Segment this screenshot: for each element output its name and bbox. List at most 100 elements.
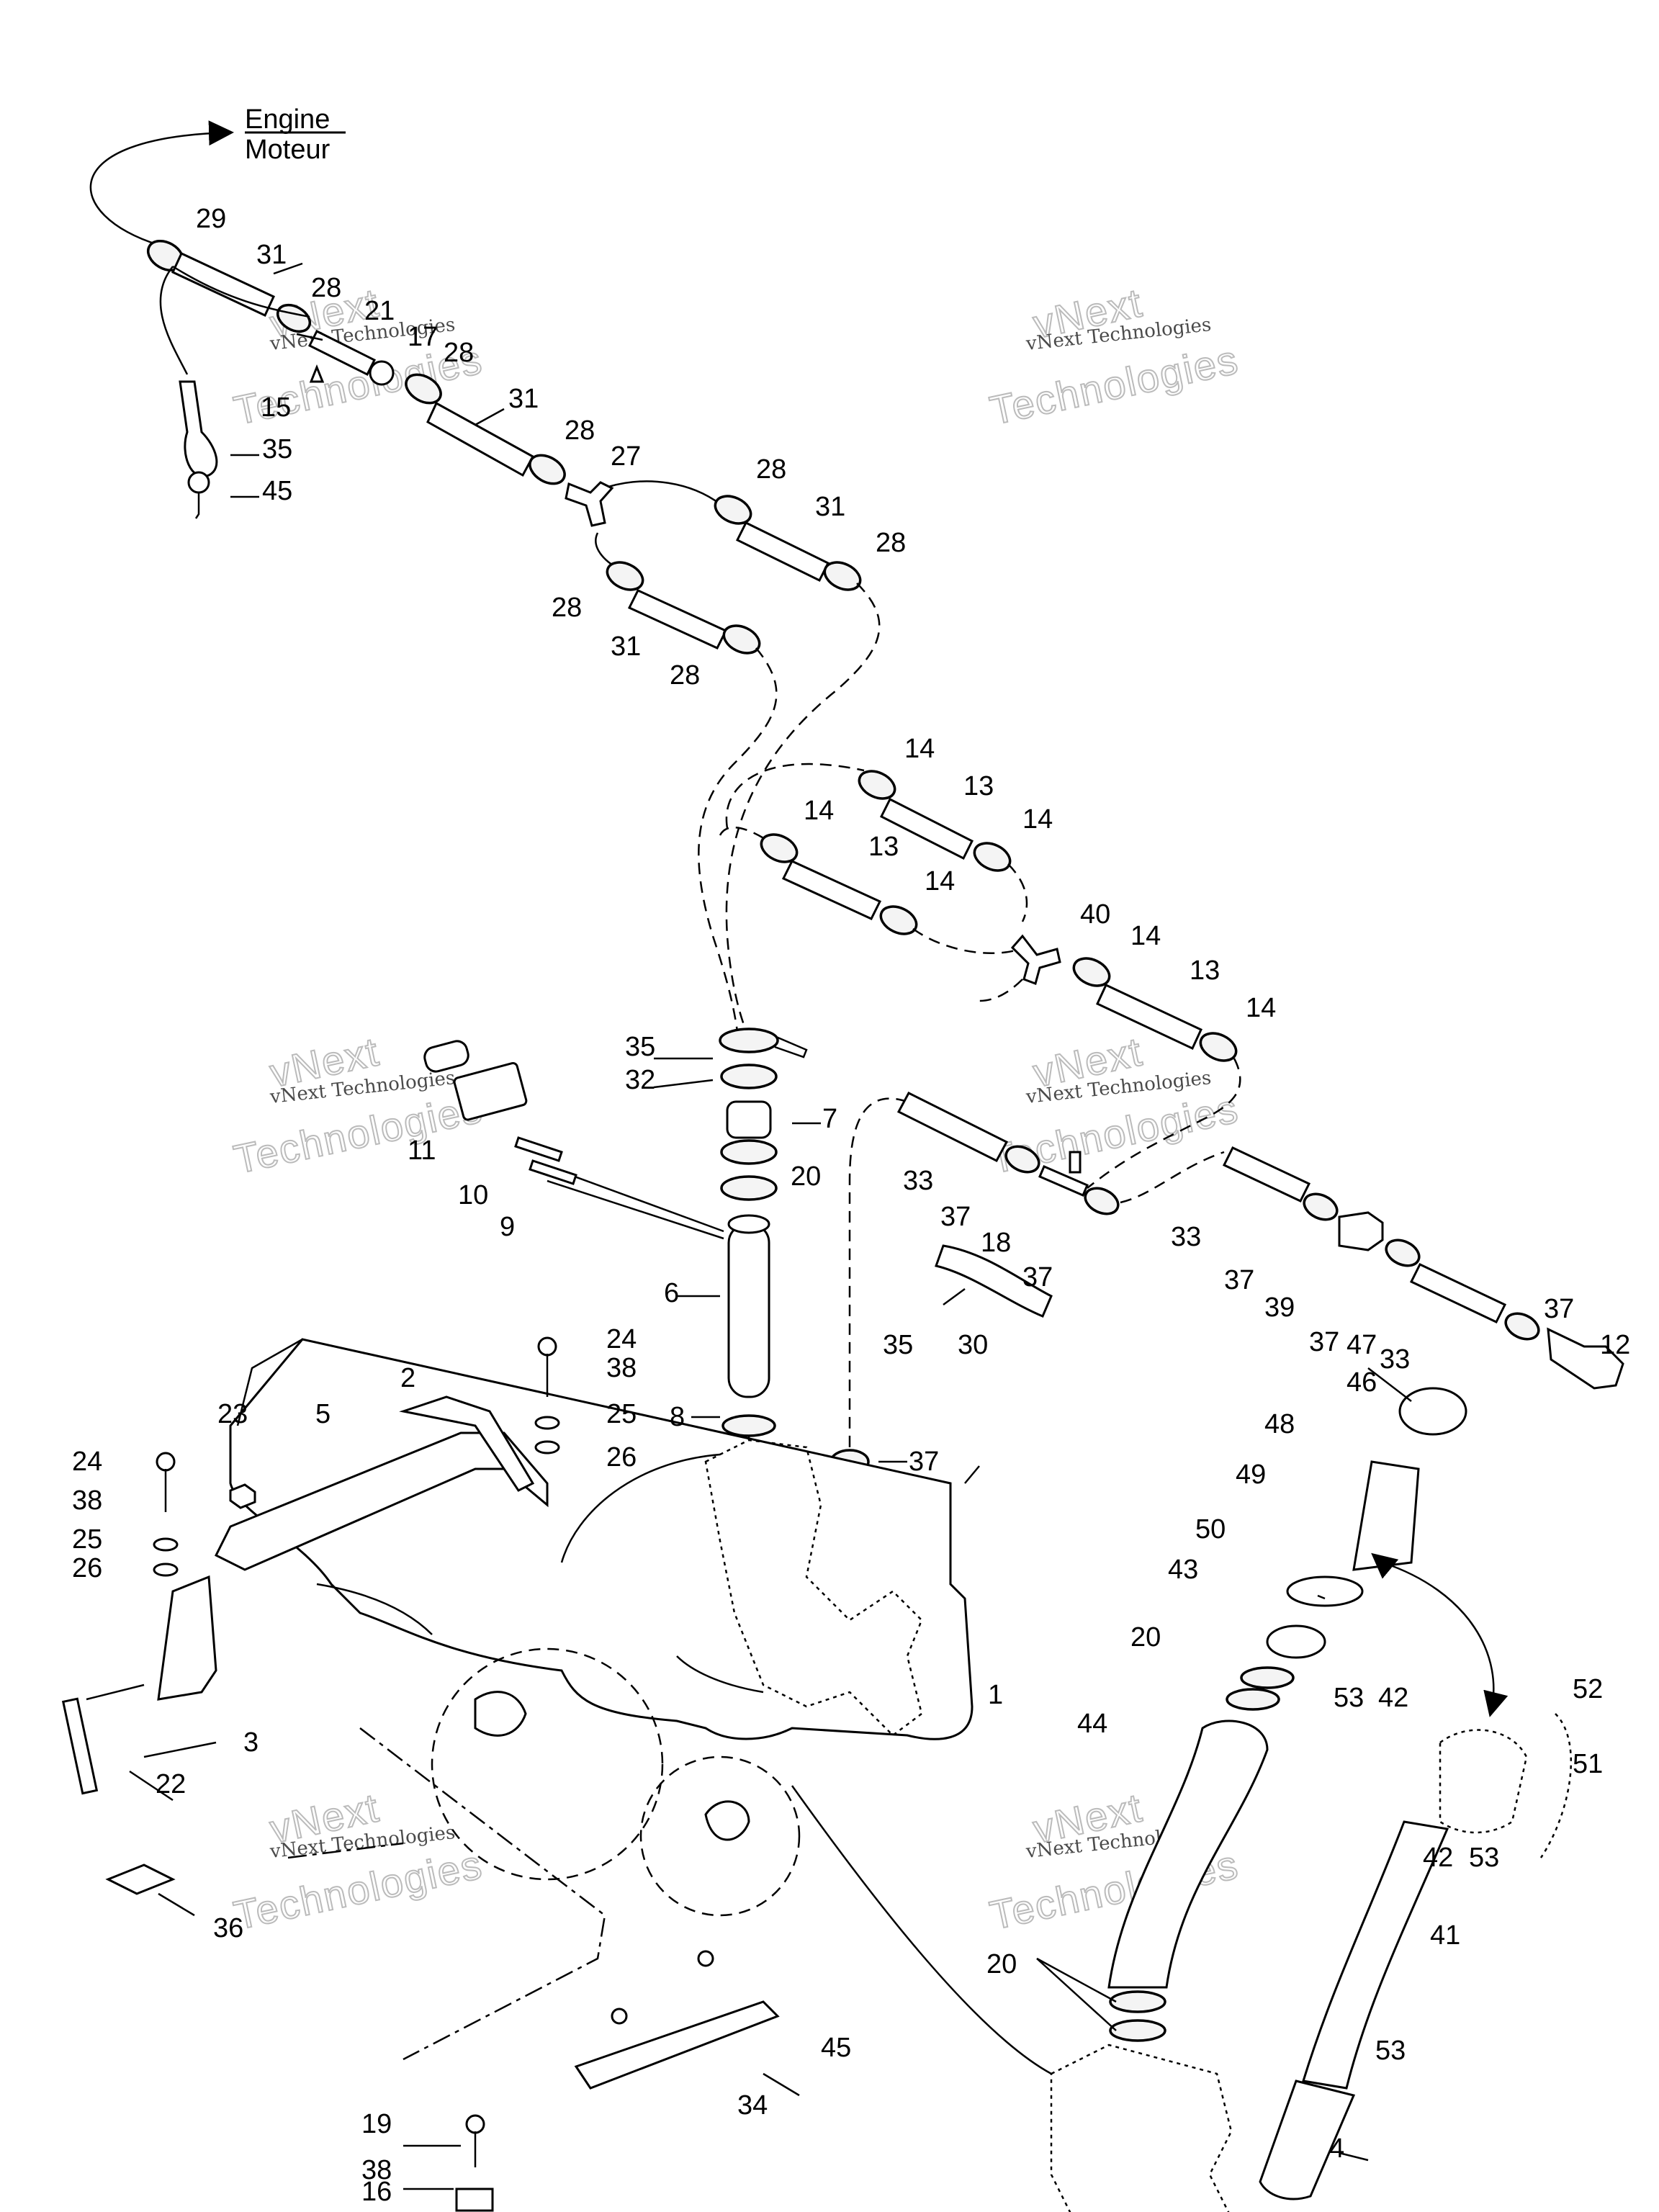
callout-7: 7 bbox=[822, 1104, 837, 1134]
tie-tail-part bbox=[943, 1287, 966, 1306]
callout-3: 3 bbox=[243, 1727, 258, 1758]
route-line bbox=[1007, 863, 1028, 922]
clamp-part bbox=[858, 770, 896, 800]
y-fitting-part bbox=[1010, 934, 1061, 985]
moteur-label: Moteur bbox=[245, 135, 331, 165]
clamp-part bbox=[405, 373, 442, 405]
pickup-tube-part bbox=[727, 1223, 770, 1398]
leader-line bbox=[129, 1770, 174, 1802]
connector-part bbox=[453, 1061, 528, 1121]
route-line bbox=[719, 826, 771, 844]
clamp-part bbox=[720, 1175, 778, 1201]
callout-14: 14 bbox=[1022, 804, 1053, 835]
hose-part bbox=[1096, 984, 1202, 1050]
y-fitting-part bbox=[565, 481, 614, 527]
callout-28: 28 bbox=[876, 528, 906, 558]
grommet-part bbox=[726, 1100, 772, 1139]
protective-sleeve-part bbox=[935, 1244, 1053, 1318]
callout-31: 31 bbox=[256, 240, 287, 270]
callout-30: 30 bbox=[958, 1330, 988, 1360]
leader-line bbox=[1036, 1958, 1117, 2031]
hose-part bbox=[426, 401, 535, 477]
nut-part bbox=[229, 1483, 256, 1509]
strap-part bbox=[399, 1395, 535, 1492]
line-part bbox=[608, 480, 721, 505]
screw-head-part bbox=[697, 1950, 714, 1967]
callout-37: 37 bbox=[1022, 1262, 1053, 1292]
callout-41: 41 bbox=[1430, 1920, 1460, 1951]
callout-25: 25 bbox=[72, 1524, 102, 1555]
tank-straps bbox=[61, 1336, 560, 1795]
terminal-part bbox=[514, 1136, 563, 1162]
callout-37: 37 bbox=[909, 1447, 939, 1477]
callout-37: 37 bbox=[940, 1202, 971, 1232]
tank-contour bbox=[676, 1655, 764, 1694]
fuel-tank bbox=[229, 1338, 1233, 2212]
callout-13: 13 bbox=[868, 832, 899, 862]
clamp-part bbox=[719, 1028, 779, 1053]
callout-33: 33 bbox=[1380, 1344, 1410, 1375]
callout-35: 35 bbox=[262, 434, 292, 464]
clamp-part bbox=[722, 624, 761, 655]
route-line bbox=[1120, 1151, 1225, 1204]
callout-18: 18 bbox=[981, 1228, 1011, 1258]
check-valve-part bbox=[307, 329, 377, 377]
callout-28: 28 bbox=[444, 338, 474, 368]
tank-contour bbox=[560, 1453, 721, 1563]
route-line bbox=[725, 583, 881, 1038]
clamp-part bbox=[1385, 1238, 1421, 1267]
washer-part bbox=[153, 1537, 179, 1552]
clamp-part bbox=[879, 905, 918, 935]
inset-detail bbox=[1050, 2044, 1233, 2212]
callout-16: 16 bbox=[361, 2177, 392, 2207]
drop-icon bbox=[309, 364, 325, 383]
leader-line bbox=[1339, 2152, 1369, 2162]
upper-vent-line bbox=[147, 239, 881, 1038]
clamp-part bbox=[1109, 1990, 1166, 2013]
support-part bbox=[574, 2000, 780, 2090]
callout-29: 29 bbox=[196, 204, 226, 234]
route-line bbox=[912, 927, 1016, 954]
hose-part bbox=[735, 521, 830, 583]
tee-branch-part bbox=[1069, 1151, 1082, 1174]
callout-48: 48 bbox=[1264, 1409, 1295, 1439]
leader-line bbox=[273, 262, 303, 275]
leader-line bbox=[475, 408, 505, 426]
route-line bbox=[1087, 1058, 1241, 1189]
callout-8: 8 bbox=[670, 1402, 685, 1432]
callout-20: 20 bbox=[986, 1949, 1017, 1979]
route-line bbox=[698, 647, 778, 1038]
callout-50: 50 bbox=[1195, 1514, 1226, 1545]
callout-5: 5 bbox=[315, 1399, 331, 1429]
corrugated-hose-part bbox=[1302, 1820, 1449, 2090]
tank-contour bbox=[316, 1583, 433, 1635]
leader-line bbox=[1317, 1594, 1326, 1600]
clamp-part bbox=[1226, 1688, 1280, 1711]
clamp-part bbox=[1109, 2019, 1166, 2042]
callout-26: 26 bbox=[72, 1553, 102, 1583]
clamp-part bbox=[1199, 1032, 1238, 1062]
clamp-part bbox=[529, 454, 566, 485]
fitting-part bbox=[1338, 1211, 1384, 1251]
fitting-part bbox=[369, 360, 395, 386]
washer-part bbox=[153, 1563, 179, 1577]
callout-24: 24 bbox=[606, 1324, 637, 1354]
callout-20: 20 bbox=[791, 1161, 821, 1192]
callout-35: 35 bbox=[625, 1032, 655, 1062]
callout-1: 1 bbox=[988, 1680, 1003, 1710]
callout-38: 38 bbox=[72, 1485, 102, 1516]
wire-part bbox=[547, 1179, 724, 1240]
clamp-part bbox=[1004, 1145, 1040, 1174]
callout-28: 28 bbox=[565, 415, 595, 446]
clamp-part bbox=[1303, 1192, 1339, 1221]
callout-13: 13 bbox=[1190, 956, 1220, 986]
leader-line bbox=[1367, 1367, 1412, 1402]
bracket-part bbox=[157, 1575, 217, 1701]
clamp-part bbox=[1072, 957, 1111, 987]
callout-28: 28 bbox=[756, 454, 786, 485]
leader-line bbox=[158, 1892, 195, 1917]
bolt-head-part bbox=[465, 2114, 485, 2134]
callout-47: 47 bbox=[1346, 1330, 1377, 1360]
callout-19: 19 bbox=[361, 2109, 392, 2139]
callout-leaders bbox=[129, 262, 1412, 2190]
